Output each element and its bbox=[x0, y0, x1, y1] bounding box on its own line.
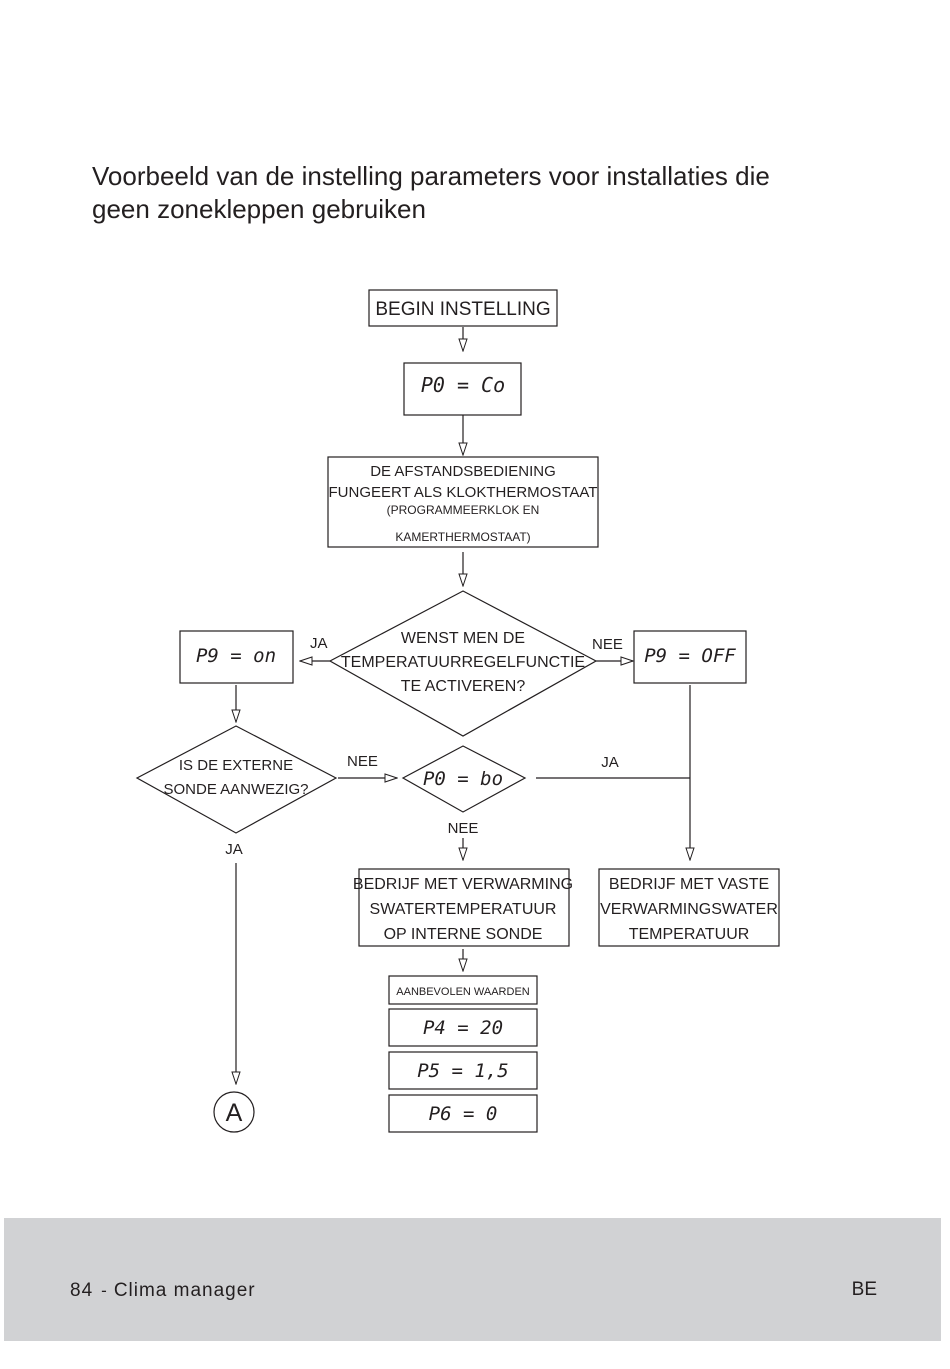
question-line-3: TE ACTIVEREN? bbox=[401, 678, 526, 695]
internal-line-3: OP INTERNE SONDE bbox=[384, 926, 543, 943]
footer-separator: - bbox=[101, 1281, 108, 1300]
page-number: 84 bbox=[70, 1280, 94, 1301]
footer-page-info: 84-Clima manager bbox=[70, 1280, 256, 1302]
p4-label: P4 = 20 bbox=[423, 1017, 503, 1039]
connector-circle bbox=[213, 1091, 255, 1133]
bo-yes-label: JA bbox=[601, 754, 619, 771]
probe-no-label: NEE bbox=[347, 753, 378, 770]
remote-line-1: DE AFSTANDSBEDIENING bbox=[370, 463, 556, 480]
p9-off-box bbox=[633, 630, 747, 684]
p9-off-label: P9 = OFF bbox=[644, 645, 736, 667]
yes-left-label: JA bbox=[310, 635, 328, 652]
probe-diamond bbox=[135, 725, 338, 834]
probe-yes-label: JA bbox=[225, 841, 243, 858]
page-footer: 84-Clima manager BE bbox=[4, 1218, 941, 1341]
remote-line-4: KAMERTHERMOSTAAT) bbox=[395, 530, 530, 544]
page-heading: Voorbeeld van de instelling parameters v… bbox=[92, 160, 852, 226]
fixed-line-3: TEMPERATUUR bbox=[629, 926, 750, 943]
p9-on-label: P9 = on bbox=[196, 645, 276, 667]
probe-line-2: SONDE AANWEZIG? bbox=[163, 781, 308, 798]
fixed-line-2: VERWARMINGSWATER bbox=[600, 901, 778, 918]
internal-line-2: SWATERTEMPERATUUR bbox=[370, 901, 557, 918]
heading-line-1: Voorbeeld van de instelling parameters v… bbox=[92, 161, 770, 191]
internal-line-1: BEDRIJF MET VERWARMING bbox=[353, 876, 573, 893]
p4-box bbox=[388, 1008, 538, 1047]
language-code: BE bbox=[851, 1279, 877, 1300]
fixed-line-1: BEDRIJF MET VASTE bbox=[609, 876, 769, 893]
internal-box bbox=[358, 868, 570, 947]
connector-label: A bbox=[226, 1099, 243, 1127]
probe-line-1: IS DE EXTERNE bbox=[179, 757, 293, 774]
remote-box bbox=[327, 456, 599, 548]
p0-co-box bbox=[403, 362, 522, 416]
start-box bbox=[368, 289, 558, 327]
remote-line-3: (PROGRAMMEERKLOK EN bbox=[387, 503, 540, 517]
question-line-1: WENST MEN DE bbox=[401, 630, 525, 647]
p0-co-label: P0 = Co bbox=[421, 373, 505, 397]
question-line-2: TEMPERATUURREGELFUNCTIE bbox=[341, 654, 585, 671]
p5-box bbox=[388, 1051, 538, 1090]
start-label: BEGIN INSTELLING bbox=[375, 299, 550, 320]
p6-box bbox=[388, 1094, 538, 1133]
recommended-label: AANBEVOLEN WAARDEN bbox=[396, 986, 530, 998]
p0-bo-label: P0 = bo bbox=[423, 768, 503, 790]
p5-label: P5 = 1,5 bbox=[417, 1060, 509, 1082]
fixed-box bbox=[598, 868, 780, 947]
heading-line-2: geen zonekleppen gebruiken bbox=[92, 194, 426, 224]
recommended-box bbox=[388, 975, 538, 1005]
p6-label: P6 = 0 bbox=[429, 1103, 498, 1125]
no-right-label: NEE bbox=[592, 636, 623, 653]
p0-bo-diamond bbox=[401, 745, 527, 813]
bo-no-label: NEE bbox=[448, 820, 479, 837]
manual-title: Clima manager bbox=[113, 1280, 256, 1301]
question-diamond bbox=[328, 590, 598, 737]
p9-on-box bbox=[179, 630, 294, 684]
remote-line-2: FUNGEERT ALS KLOKTHERMOSTAAT bbox=[329, 484, 598, 501]
